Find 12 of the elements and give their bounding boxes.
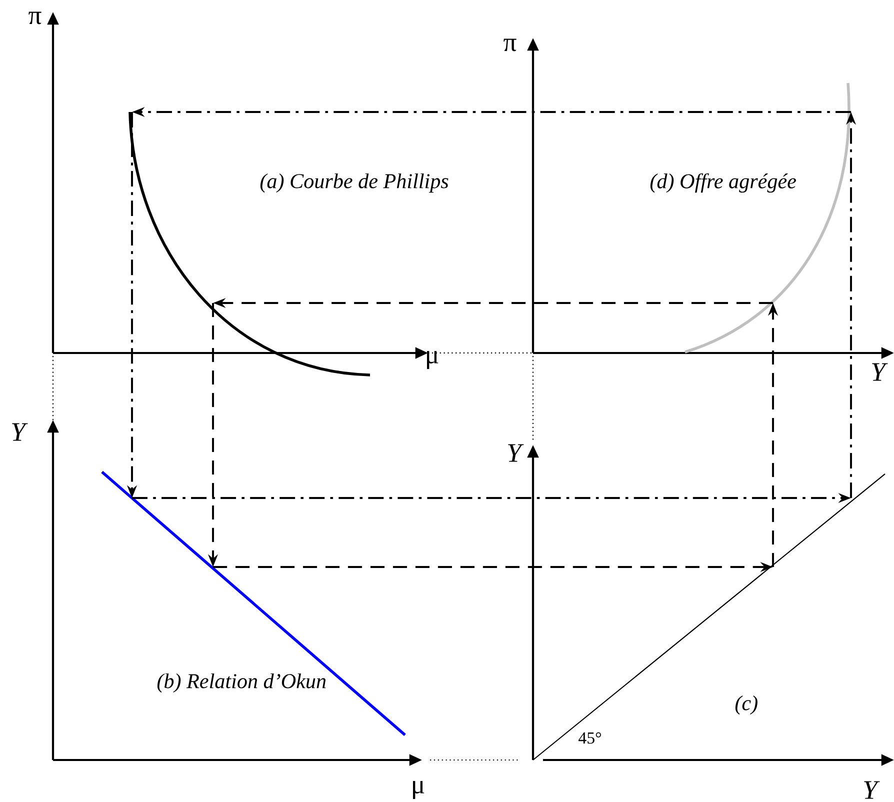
quadrant-label: (d) Offre agrégée <box>650 173 796 193</box>
axis-label: μ <box>427 351 438 369</box>
axis-label: μ <box>413 781 424 799</box>
axis-label: Y <box>508 444 524 462</box>
axis-label: π <box>28 12 42 24</box>
angle-label: 45° <box>578 732 601 744</box>
quadrant-label: (a) Courbe de Phillips <box>260 173 448 193</box>
quadrant-label: (b) Relation d’Okun <box>157 673 326 693</box>
axis-label: Y <box>12 423 28 441</box>
axis-label: Y <box>872 363 888 381</box>
quadrant-label: (c) <box>735 695 758 715</box>
axis-label: π <box>504 38 516 52</box>
